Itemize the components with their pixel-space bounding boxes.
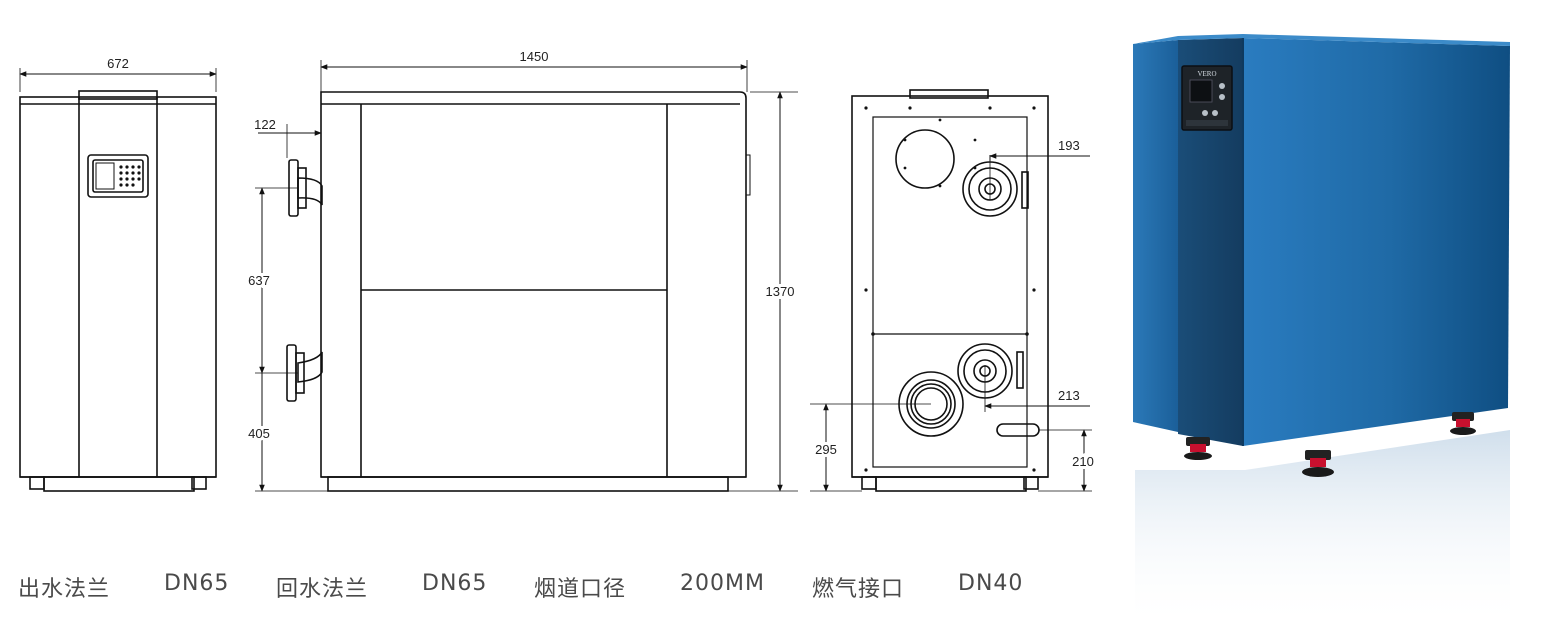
front-view xyxy=(19,68,217,492)
product-photo: VERO xyxy=(1133,34,1510,629)
spec-item-gas-connection: 燃气接口 xyxy=(812,571,904,603)
product-display-screen xyxy=(1189,79,1213,103)
rear-return-flange xyxy=(957,343,1024,399)
spec-value: DN65 xyxy=(164,571,230,596)
dim-total-height: 1370 xyxy=(766,284,795,299)
product-feet xyxy=(1184,412,1476,477)
spec-value-flue-diameter: 200MM xyxy=(680,571,765,596)
side-body xyxy=(320,91,747,478)
panel-knob-icon xyxy=(1219,83,1225,89)
dim-side-length: 1450 xyxy=(520,49,549,64)
spec-value: DN65 xyxy=(422,571,488,596)
dim-gas-height: 210 xyxy=(1072,454,1094,469)
spec-value: DN40 xyxy=(958,571,1024,596)
side-view xyxy=(255,60,798,492)
dim-flue-height: 295 xyxy=(815,442,837,457)
spec-item-outlet-flange: 出水法兰 xyxy=(18,571,110,603)
spec-value-outlet-flange: DN65 xyxy=(164,571,229,596)
dim-rear-top-offset: 193 xyxy=(1058,138,1080,153)
dim-flange-spacing: 637 xyxy=(248,273,270,288)
dim-front-width: 672 xyxy=(107,56,129,71)
spec-name: 燃气接口 xyxy=(812,577,905,602)
product-brand-label: VERO xyxy=(1197,70,1216,78)
spec-item-flue-diameter: 烟道口径 xyxy=(534,571,626,603)
dim-inlet-offset: 122 xyxy=(254,117,276,132)
spec-value-gas-connection: DN40 xyxy=(958,571,1023,596)
spec-name: 出水法兰 xyxy=(18,577,111,602)
dim-lower-flange-height: 405 xyxy=(248,426,270,441)
spec-name: 烟道口径 xyxy=(534,577,627,602)
rear-outlet-flange xyxy=(962,155,1029,217)
rear-blank-port xyxy=(895,129,955,189)
spec-value: 200MM xyxy=(680,571,765,596)
floor-reflection xyxy=(1135,430,1510,629)
front-body xyxy=(19,96,217,478)
spec-name: 回水法兰 xyxy=(276,577,369,602)
front-control-panel xyxy=(87,154,149,198)
spec-value-return-flange: DN65 xyxy=(422,571,487,596)
dim-rear-mid-offset: 213 xyxy=(1058,388,1080,403)
spec-item-return-flange: 回水法兰 xyxy=(276,571,368,603)
rear-gas-connection xyxy=(996,423,1040,437)
rear-view xyxy=(810,89,1092,492)
